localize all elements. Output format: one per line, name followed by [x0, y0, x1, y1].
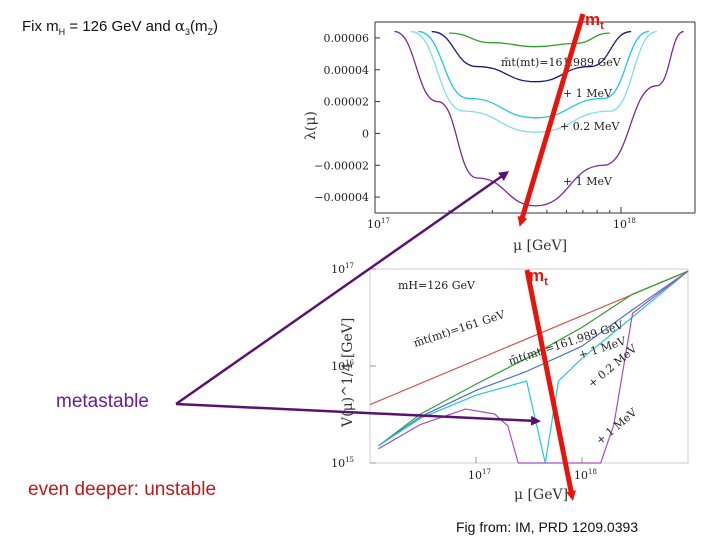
lambda-series-line: [394, 30, 684, 207]
lambda-ytick-label: 0: [362, 127, 369, 140]
lambda-plot-xlabel: μ [GeV]: [513, 238, 567, 254]
unstable-label: even deeper: unstable: [28, 479, 217, 500]
lambda-annotation: + 1 MeV: [563, 175, 613, 188]
lambda-plot: 0.00006 0.00004 0.00002 0 −0.00002 −0.00004 1…: [303, 21, 696, 254]
lambda-series-line: [410, 30, 658, 133]
lambda-annotation: + 1 MeV: [563, 87, 613, 100]
metastable-label: metastable: [56, 391, 149, 412]
potential-ytick-label: 1017: [331, 262, 354, 276]
potential-series-line: [378, 270, 689, 464]
lambda-xtick-label: 1017: [367, 217, 390, 231]
mt-arrow-bottom: [524, 269, 576, 501]
lambda-plot-ylabel: λ(μ): [303, 111, 319, 140]
lambda-series-line: [418, 30, 650, 119]
mt-arrow-top: [517, 13, 586, 227]
potential-plot-xlabel: μ [GeV]: [514, 487, 568, 503]
potential-plot-ylabel: V(μ)^1/4 [GeV]: [340, 318, 356, 428]
lambda-annotation: + 0.2 MeV: [560, 120, 620, 133]
lambda-plot-frame: [374, 21, 696, 214]
potential-ytick-label: 1015: [331, 456, 354, 470]
lambda-xtick-label: 1018: [613, 217, 636, 231]
potential-series-line: [378, 270, 689, 447]
lambda-annotation: m̄t(mt)=161.989 GeV: [501, 56, 622, 69]
figure-credit: Fig from: IM, PRD 1209.0393: [456, 519, 639, 535]
slide-title: Fix mH = 126 GeV and α3(mZ): [22, 17, 218, 37]
mt-label-top: mt: [585, 10, 604, 32]
potential-xtick-label: 1018: [574, 468, 597, 482]
metastable-arrow-top: [175, 171, 510, 406]
metastable-arrow-bottom: [175, 402, 541, 426]
lambda-ytick-label: 0.00006: [324, 32, 370, 45]
potential-xtick-label: 1017: [468, 468, 491, 482]
potential-annotation: mH=126 GeV: [398, 279, 476, 292]
lambda-ytick-label: 0.00002: [324, 96, 370, 109]
lambda-ytick-label: −0.00004: [314, 191, 369, 204]
lambda-series-line: [431, 30, 632, 83]
lambda-series-line: [449, 32, 610, 48]
lambda-ytick-label: 0.00004: [324, 64, 370, 77]
mt-label-mid: mt: [529, 266, 548, 288]
lambda-ytick-label: −0.00002: [314, 159, 369, 172]
potential-ytick-label: 1016: [331, 359, 354, 373]
